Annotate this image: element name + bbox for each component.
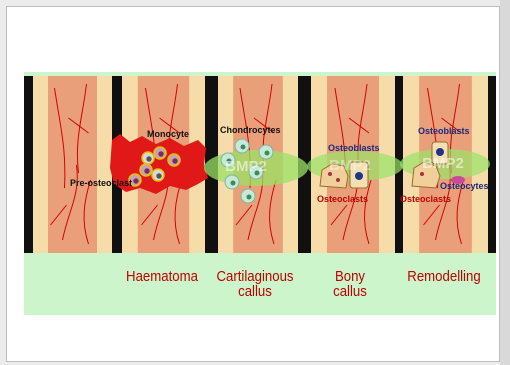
cell-nucleus	[156, 173, 161, 178]
bmp2-label-bony: BMP2	[329, 157, 371, 174]
cell-nucleus	[146, 156, 151, 161]
osteoclast-nucleus	[336, 178, 340, 182]
bmp2-label-cartilaginous: BMP2	[225, 158, 267, 175]
osteoclast-nucleus	[420, 172, 424, 176]
stage-label-line: Cartilaginous	[211, 269, 299, 284]
stage-label-cartilaginous-callus: Cartilaginous callus	[211, 269, 299, 299]
cell-nucleus	[144, 168, 149, 173]
stage-label-remodelling: Remodelling	[400, 269, 488, 284]
chondrocyte-nucleus	[241, 145, 246, 150]
osteoclasts-label-remodel: Osteoclasts	[400, 194, 451, 204]
osteoclasts-label-bony: Osteoclasts	[317, 194, 368, 204]
chondrocytes-label: Chondrocytes	[220, 125, 281, 135]
bmp2-label-remodel: BMP2	[422, 155, 464, 172]
stage-label-line: Bony	[306, 269, 394, 284]
osteoblasts-label-remodel: Osteoblasts	[418, 126, 470, 136]
cell-nucleus	[158, 151, 163, 156]
stage-label-line: Remodelling	[400, 269, 488, 284]
chondrocyte-nucleus	[265, 151, 270, 156]
stage-label-line: Haematoma	[118, 269, 206, 284]
stage-label-haematoma: Haematoma	[118, 269, 206, 284]
pre-osteoclast-label: Pre-osteoclast	[70, 178, 132, 188]
chondrocyte-nucleus	[231, 181, 236, 186]
fracture-gap	[24, 72, 33, 253]
monocyte-label: Monocyte	[147, 129, 189, 139]
cell-nucleus	[172, 158, 177, 163]
osteoblasts-label-bony: Osteoblasts	[328, 143, 380, 153]
stage-label-bony-callus: Bony callus	[306, 269, 394, 299]
osteocytes-label: Osteocytes	[440, 181, 489, 191]
chondrocyte-nucleus	[247, 195, 252, 200]
cell-nucleus	[133, 178, 138, 183]
stage-label-line: callus	[211, 284, 299, 299]
stage-label-line: callus	[306, 284, 394, 299]
bone-marrow	[48, 72, 97, 253]
panel-top-band	[24, 72, 496, 76]
